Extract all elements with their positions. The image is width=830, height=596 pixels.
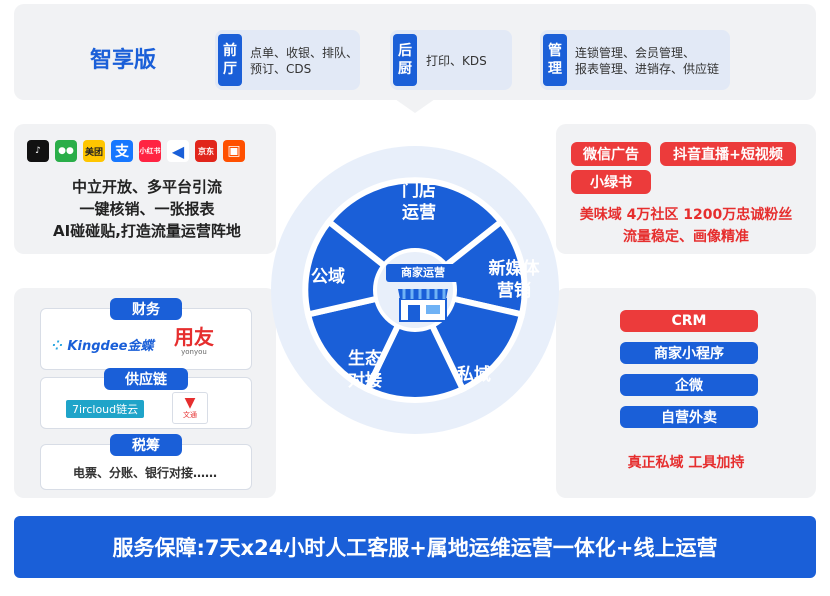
public-line-2: 一键核销、一张报表	[79, 200, 215, 218]
wheel-center-title: 商家运营	[386, 264, 460, 282]
manage-tag: 管 理	[543, 34, 567, 86]
yonyou-logo: 用友 yonyou	[174, 325, 214, 356]
private-item-delivery: 自营外卖	[620, 406, 758, 428]
wheel-label-private: 私域	[457, 365, 491, 385]
private-item-wecom: 企微	[620, 374, 758, 396]
kingdee-logo: ⁘ Kingdee金蝶	[52, 339, 154, 354]
kitchen-tag: 后 厨	[393, 34, 417, 86]
wentong-logo: ▼ 文通	[172, 392, 208, 424]
private-item-crm: CRM	[620, 310, 758, 332]
private-item-miniprogram: 商家小程序	[620, 342, 758, 364]
new-media-tag-xiaolvshu: 小绿书	[571, 170, 651, 194]
public-line-1: 中立开放、多平台引流	[71, 178, 222, 196]
douyin-icon: ♪	[27, 140, 49, 162]
wheel-label-ecosystem: 生态 对接	[348, 349, 382, 391]
new-media-tag-douyin: 抖音直播+短视频	[660, 142, 796, 166]
service-bar: 服务保障:7天x24小时人工客服+属地运维运营一体化+线上运营	[14, 516, 816, 578]
wentong-mark-icon: ▼	[184, 395, 196, 411]
xiaohongshu-icon: 小红书	[139, 140, 161, 162]
finance-label: 财务	[110, 298, 182, 320]
supply-label: 供应链	[104, 368, 188, 390]
storefront-icon	[398, 289, 448, 322]
meituan-icon: 美团	[83, 140, 105, 162]
kitchen-text: 打印、KDS	[426, 54, 487, 68]
wheel-segment-ecosystem	[363, 283, 467, 403]
wheel-label-store-ops: 门店 运营	[402, 181, 436, 223]
tax-label: 税筹	[110, 434, 182, 456]
feishu-icon: ◀	[167, 140, 189, 162]
wheel-label-new-media: 新媒体 营销	[488, 259, 540, 301]
manage-box	[540, 30, 730, 90]
top-panel-pointer	[395, 99, 435, 113]
tax-text: 电票、分账、银行对接……	[72, 466, 217, 480]
kuaishou-icon: ▣	[223, 140, 245, 162]
wechat-icon: ●●	[55, 140, 77, 162]
manage-text: 连锁管理、会员管理、 报表管理、进销存、供应链	[575, 46, 720, 76]
wheel-segment-store-ops	[324, 177, 506, 294]
private-footer: 真正私域 工具加持	[627, 455, 745, 471]
kingdee-dot-icon: ⁘	[52, 339, 68, 354]
front-hall-text: 点单、收银、排队、 预订、CDS	[250, 46, 359, 76]
new-media-line-2: 流量稳定、画像精准	[623, 229, 749, 245]
new-media-tag-wechat-ads: 微信广告	[571, 142, 651, 166]
new-media-line-1: 美味域 4万社区 1200万忠诚粉丝	[579, 207, 793, 223]
edition-title: 智享版	[90, 48, 157, 73]
wheel-label-public: 公域	[311, 267, 345, 287]
public-line-3: AI碰碰贴,打造流量运营阵地	[53, 222, 241, 240]
alipay-icon: 支	[111, 140, 133, 162]
jd-icon: 京东	[195, 140, 217, 162]
platform-icons-row: ♪ ●● 美团 支 小红书 ◀ 京东 ▣	[27, 140, 267, 164]
front-hall-tag: 前 厅	[218, 34, 242, 86]
ircloud-logo: 7ircloud链云	[66, 400, 145, 418]
